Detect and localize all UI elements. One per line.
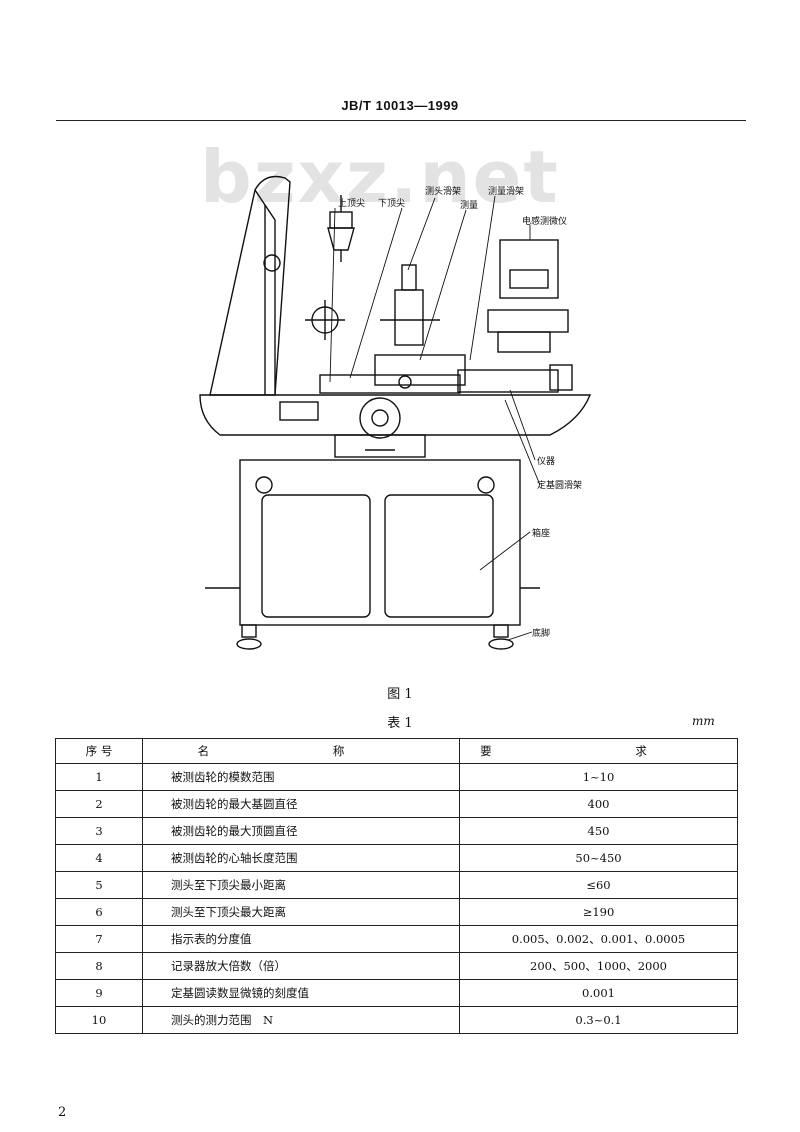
header-no: 序 号	[55, 738, 143, 764]
row-name: 被测齿轮的最大顶圆直径	[142, 817, 460, 845]
label-instrument: 仪器	[537, 456, 555, 467]
header-requirement: 要 求	[459, 738, 738, 764]
label-measure: 测量	[460, 200, 478, 211]
row-requirement: 450	[459, 817, 738, 845]
row-requirement: ≥190	[459, 898, 738, 926]
row-requirement: 0.3~0.1	[459, 1006, 738, 1034]
row-name: 被测齿轮的模数范围	[142, 763, 460, 791]
row-requirement: 200、500、1000、2000	[459, 952, 738, 980]
row-requirement: 50~450	[459, 844, 738, 872]
row-requirement: 400	[459, 790, 738, 818]
row-name: 测头至下顶尖最大距离	[142, 898, 460, 926]
header-rule	[56, 120, 746, 121]
label-probe-carriage: 测头滑架	[425, 186, 461, 197]
label-measuring-carriage: 测量滑架	[488, 186, 524, 197]
table-caption: 表 1	[387, 716, 413, 731]
watermark: bzxz.net	[200, 135, 560, 219]
label-foot: 底脚	[532, 627, 550, 639]
table-unit: mm	[692, 714, 715, 728]
row-name: 被测齿轮的最大基圆直径	[142, 790, 460, 818]
row-requirement: 0.001	[459, 979, 738, 1007]
standard-code-header: JB/T 10013—1999	[341, 98, 459, 113]
row-name: 定基圆读数显微镜的刻度值	[142, 979, 460, 1007]
page-number: 2	[58, 1105, 67, 1120]
label-base-circle-carriage: 定基圆滑架	[537, 479, 582, 491]
row-name: 被测齿轮的心轴长度范围	[142, 844, 460, 872]
row-requirement: ≤60	[459, 871, 738, 899]
machine-drawing: 上顶尖 下顶尖 测头滑架 测量滑架 测量 电感测微仪 仪器 定基圆滑架 箱座 底…	[180, 160, 640, 670]
row-name: 记录器放大倍数（倍）	[142, 952, 460, 980]
label-cabinet: 箱座	[532, 527, 550, 539]
row-number: 2	[55, 790, 143, 818]
label-inductance-micrometer: 电感测微仪	[522, 215, 567, 227]
row-name: 测头的测力范围 N	[142, 1006, 460, 1034]
row-number: 5	[55, 871, 143, 899]
row-number: 7	[55, 925, 143, 953]
row-number: 10	[55, 1006, 143, 1034]
row-number: 8	[55, 952, 143, 980]
figure-caption: 图 1	[387, 687, 413, 702]
row-number: 1	[55, 763, 143, 791]
row-name: 测头至下顶尖最小距离	[142, 871, 460, 899]
label-upper-center: 上顶尖	[338, 197, 365, 209]
row-number: 4	[55, 844, 143, 872]
header-name: 名 称	[142, 738, 460, 764]
row-number: 6	[55, 898, 143, 926]
row-number: 3	[55, 817, 143, 845]
row-number: 9	[55, 979, 143, 1007]
row-requirement: 1~10	[459, 763, 738, 791]
row-requirement: 0.005、0.002、0.001、0.0005	[459, 925, 738, 953]
label-lower-center: 下顶尖	[378, 197, 405, 209]
row-name: 指示表的分度值	[142, 925, 460, 953]
table-header-row: 序 号 名 称 要 求	[55, 738, 738, 764]
